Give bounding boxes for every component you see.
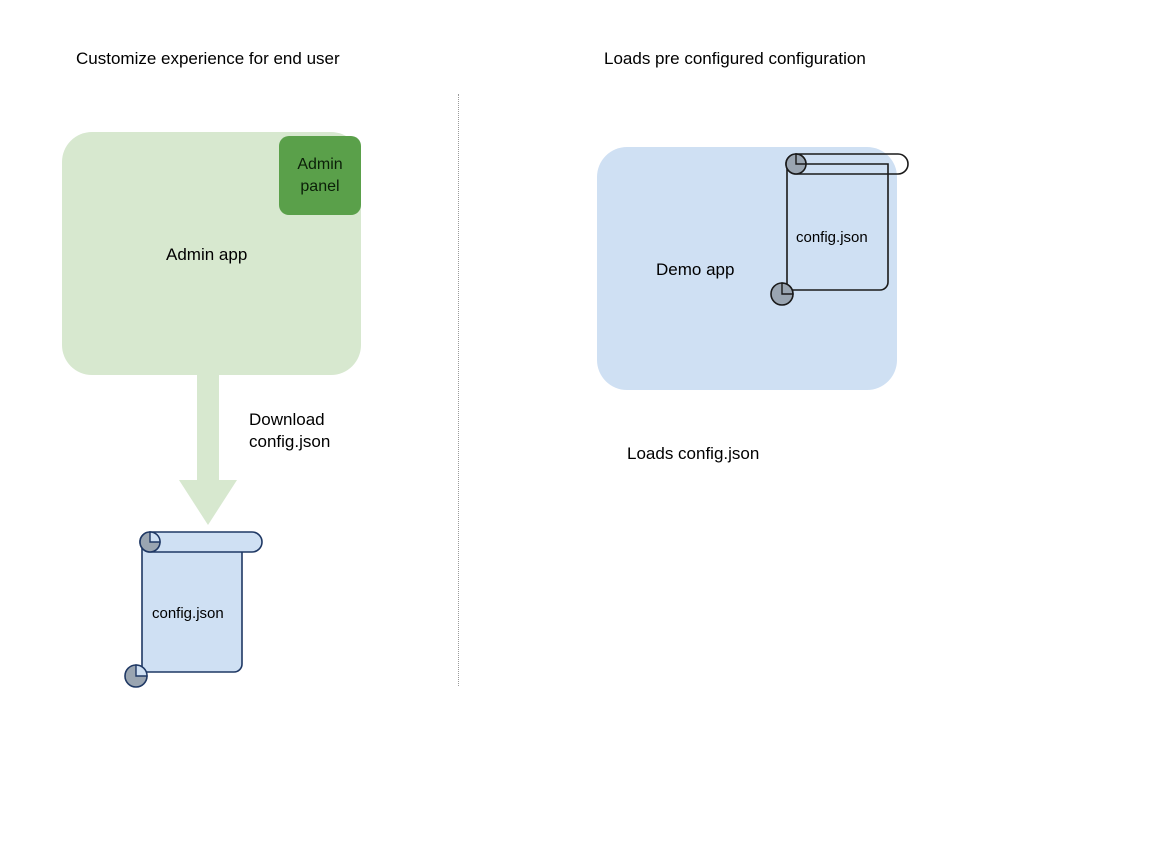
download-arrow-label-line1: Download: [249, 410, 325, 429]
admin-panel-label-line2: panel: [300, 177, 340, 195]
config-json-label-left: config.json: [152, 605, 224, 622]
admin-panel-box[interactable]: Admin panel: [279, 136, 361, 215]
loads-config-caption: Loads config.json: [627, 444, 760, 463]
download-arrow-label-line2: config.json: [249, 432, 331, 451]
config-json-document-left[interactable]: [118, 528, 268, 690]
admin-app-label: Admin app: [166, 245, 248, 264]
admin-panel-label: Admin panel: [297, 154, 342, 198]
column-title-left: Customize experience for end user: [76, 49, 340, 68]
column-title-right: Loads pre configured configuration: [604, 49, 866, 68]
download-arrow-icon: [179, 370, 237, 525]
vertical-dotted-divider: [458, 94, 459, 686]
admin-panel-label-line1: Admin: [297, 155, 343, 173]
config-json-label-right: config.json: [796, 229, 868, 246]
demo-app-container: [597, 147, 897, 390]
config-json-document-right[interactable]: [766, 150, 912, 308]
download-arrow-label: Download config.json: [249, 409, 330, 453]
demo-app-label: Demo app: [656, 260, 735, 279]
